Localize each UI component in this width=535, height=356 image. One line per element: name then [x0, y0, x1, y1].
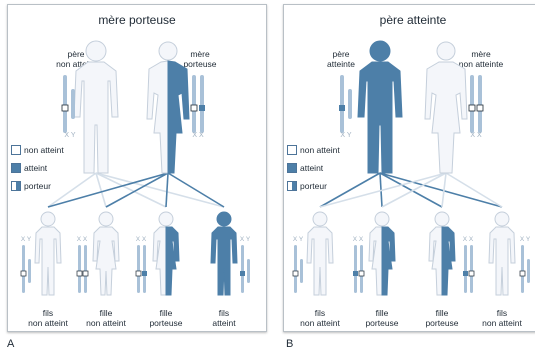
- mother-chromosomes: [469, 75, 483, 133]
- child-label: fille non atteint: [77, 308, 135, 328]
- child-label-line2: porteuse: [413, 318, 471, 328]
- child-label-line2: atteint: [195, 318, 253, 328]
- child-label-line2: porteuse: [137, 318, 195, 328]
- child-label-line2: porteuse: [353, 318, 411, 328]
- child-label-line2: non atteint: [291, 318, 349, 328]
- pedigree-panel-b: père atteinte père atteinte mère non att…: [283, 4, 535, 332]
- figure-label-a: A: [7, 338, 14, 350]
- child-label: fils non atteint: [291, 308, 349, 328]
- child-label: fils atteint: [195, 308, 253, 328]
- child-chromosome-label: X Y: [520, 236, 531, 243]
- mother-chromosomes: [191, 75, 205, 133]
- pedigree-art-a: X Y X X: [8, 5, 266, 331]
- child-chromosome-label: X Y: [21, 236, 32, 243]
- child-label-line1: fille: [137, 308, 195, 318]
- child-son-unaffected: [489, 212, 515, 295]
- child-label-line2: non atteint: [19, 318, 77, 328]
- child-label: fils non atteint: [19, 308, 77, 328]
- child-label: fille porteuse: [413, 308, 471, 328]
- child-son-affected: [211, 212, 237, 295]
- father-xy-label: X Y: [64, 132, 75, 139]
- child-chromosome-label: X Y: [240, 236, 251, 243]
- child-label: fille porteuse: [353, 308, 411, 328]
- child-label-line2: non atteint: [473, 318, 531, 328]
- child-label-line1: fils: [19, 308, 77, 318]
- child-son-unaffected: [35, 212, 61, 295]
- child-chromosome-label: X X: [353, 236, 364, 243]
- child-chromosome-label: X Y: [293, 236, 304, 243]
- child-label-line1: fille: [77, 308, 135, 318]
- figure-label-b: B: [286, 338, 293, 350]
- father-xy-label: X Y: [340, 132, 351, 139]
- child-label: fille porteuse: [137, 308, 195, 328]
- child-label: fils non atteint: [473, 308, 531, 328]
- child-daughter-carrier: [153, 212, 179, 295]
- father-chromosomes: [339, 75, 352, 133]
- child-chromosome-label: X X: [136, 236, 147, 243]
- inheritance-lines-mother: [48, 173, 224, 207]
- mother-figure: [147, 42, 189, 173]
- child-label-line1: fille: [413, 308, 471, 318]
- mother-xx-label: X X: [192, 132, 204, 139]
- mother-xx-label: X X: [470, 132, 482, 139]
- child-daughter-carrier: [429, 212, 455, 295]
- child-chromosome-label: X X: [77, 236, 88, 243]
- child-daughter-carrier: [369, 212, 395, 295]
- child-label-line1: fils: [195, 308, 253, 318]
- mother-figure: [425, 42, 467, 173]
- father-figure: [358, 41, 402, 173]
- child-label-line1: fils: [291, 308, 349, 318]
- child-label-line1: fille: [353, 308, 411, 318]
- pedigree-art-b: X Y X X: [284, 5, 535, 331]
- father-chromosomes: [62, 75, 75, 133]
- child-label-line2: non atteint: [77, 318, 135, 328]
- child-daughter-unaffected: [93, 212, 119, 295]
- child-son-unaffected: [307, 212, 333, 295]
- pedigree-panel-a: mère porteuse père non atteint mère port…: [7, 4, 267, 332]
- child-label-line1: fils: [473, 308, 531, 318]
- child-chromosome-label: X X: [463, 236, 474, 243]
- father-figure: [74, 41, 118, 173]
